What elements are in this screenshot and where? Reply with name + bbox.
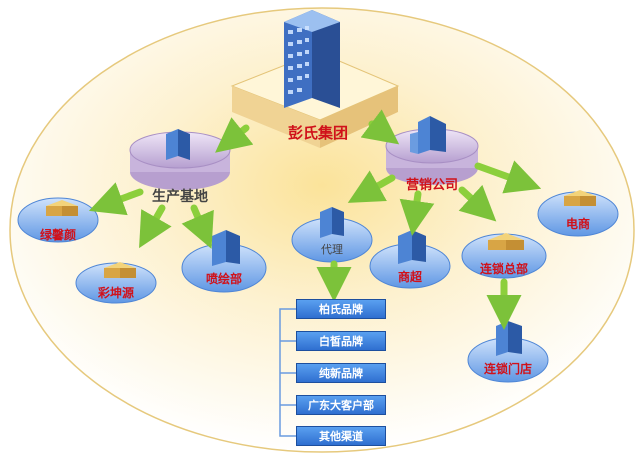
- office-building-icon: [166, 129, 190, 160]
- brand-item: 柏氏品牌: [296, 299, 386, 319]
- hq-label: 彭氏集团: [287, 124, 349, 142]
- ecommerce-label: 电商: [565, 217, 591, 231]
- brand-item: 广东大客户部: [296, 395, 386, 415]
- caikunyuan-label: 彩坤源: [97, 286, 135, 300]
- brand-bracket: [279, 308, 296, 437]
- supermarket-node: [369, 230, 451, 289]
- production-base-label: 生产基地: [152, 189, 208, 205]
- marketing-company-label: 营销公司: [405, 178, 459, 193]
- supermarket-label: 商超: [397, 270, 423, 284]
- brand-item: 白皙品牌: [296, 331, 386, 351]
- spray-painting-label: 喷绘部: [205, 272, 243, 286]
- skyscraper-icon: [284, 10, 340, 108]
- connector-arrows: [88, 109, 542, 330]
- lvxinyan-node: [17, 197, 99, 243]
- chain-hq-node: [461, 233, 547, 279]
- spray-painting-node: [181, 230, 267, 293]
- chain-store-label: 连锁门店: [483, 362, 533, 376]
- office-building-icon: [410, 116, 446, 154]
- lvxinyan-label: 绿馨颜: [39, 228, 77, 242]
- chain-hq-label: 连锁总部: [479, 262, 529, 276]
- brand-item: 纯新品牌: [296, 363, 386, 383]
- agent-label: 代理: [321, 243, 343, 256]
- ecommerce-node: [537, 190, 619, 237]
- brand-item: 其他渠道: [296, 426, 386, 446]
- caikunyuan-node: [75, 262, 157, 304]
- agent-node: [291, 207, 373, 263]
